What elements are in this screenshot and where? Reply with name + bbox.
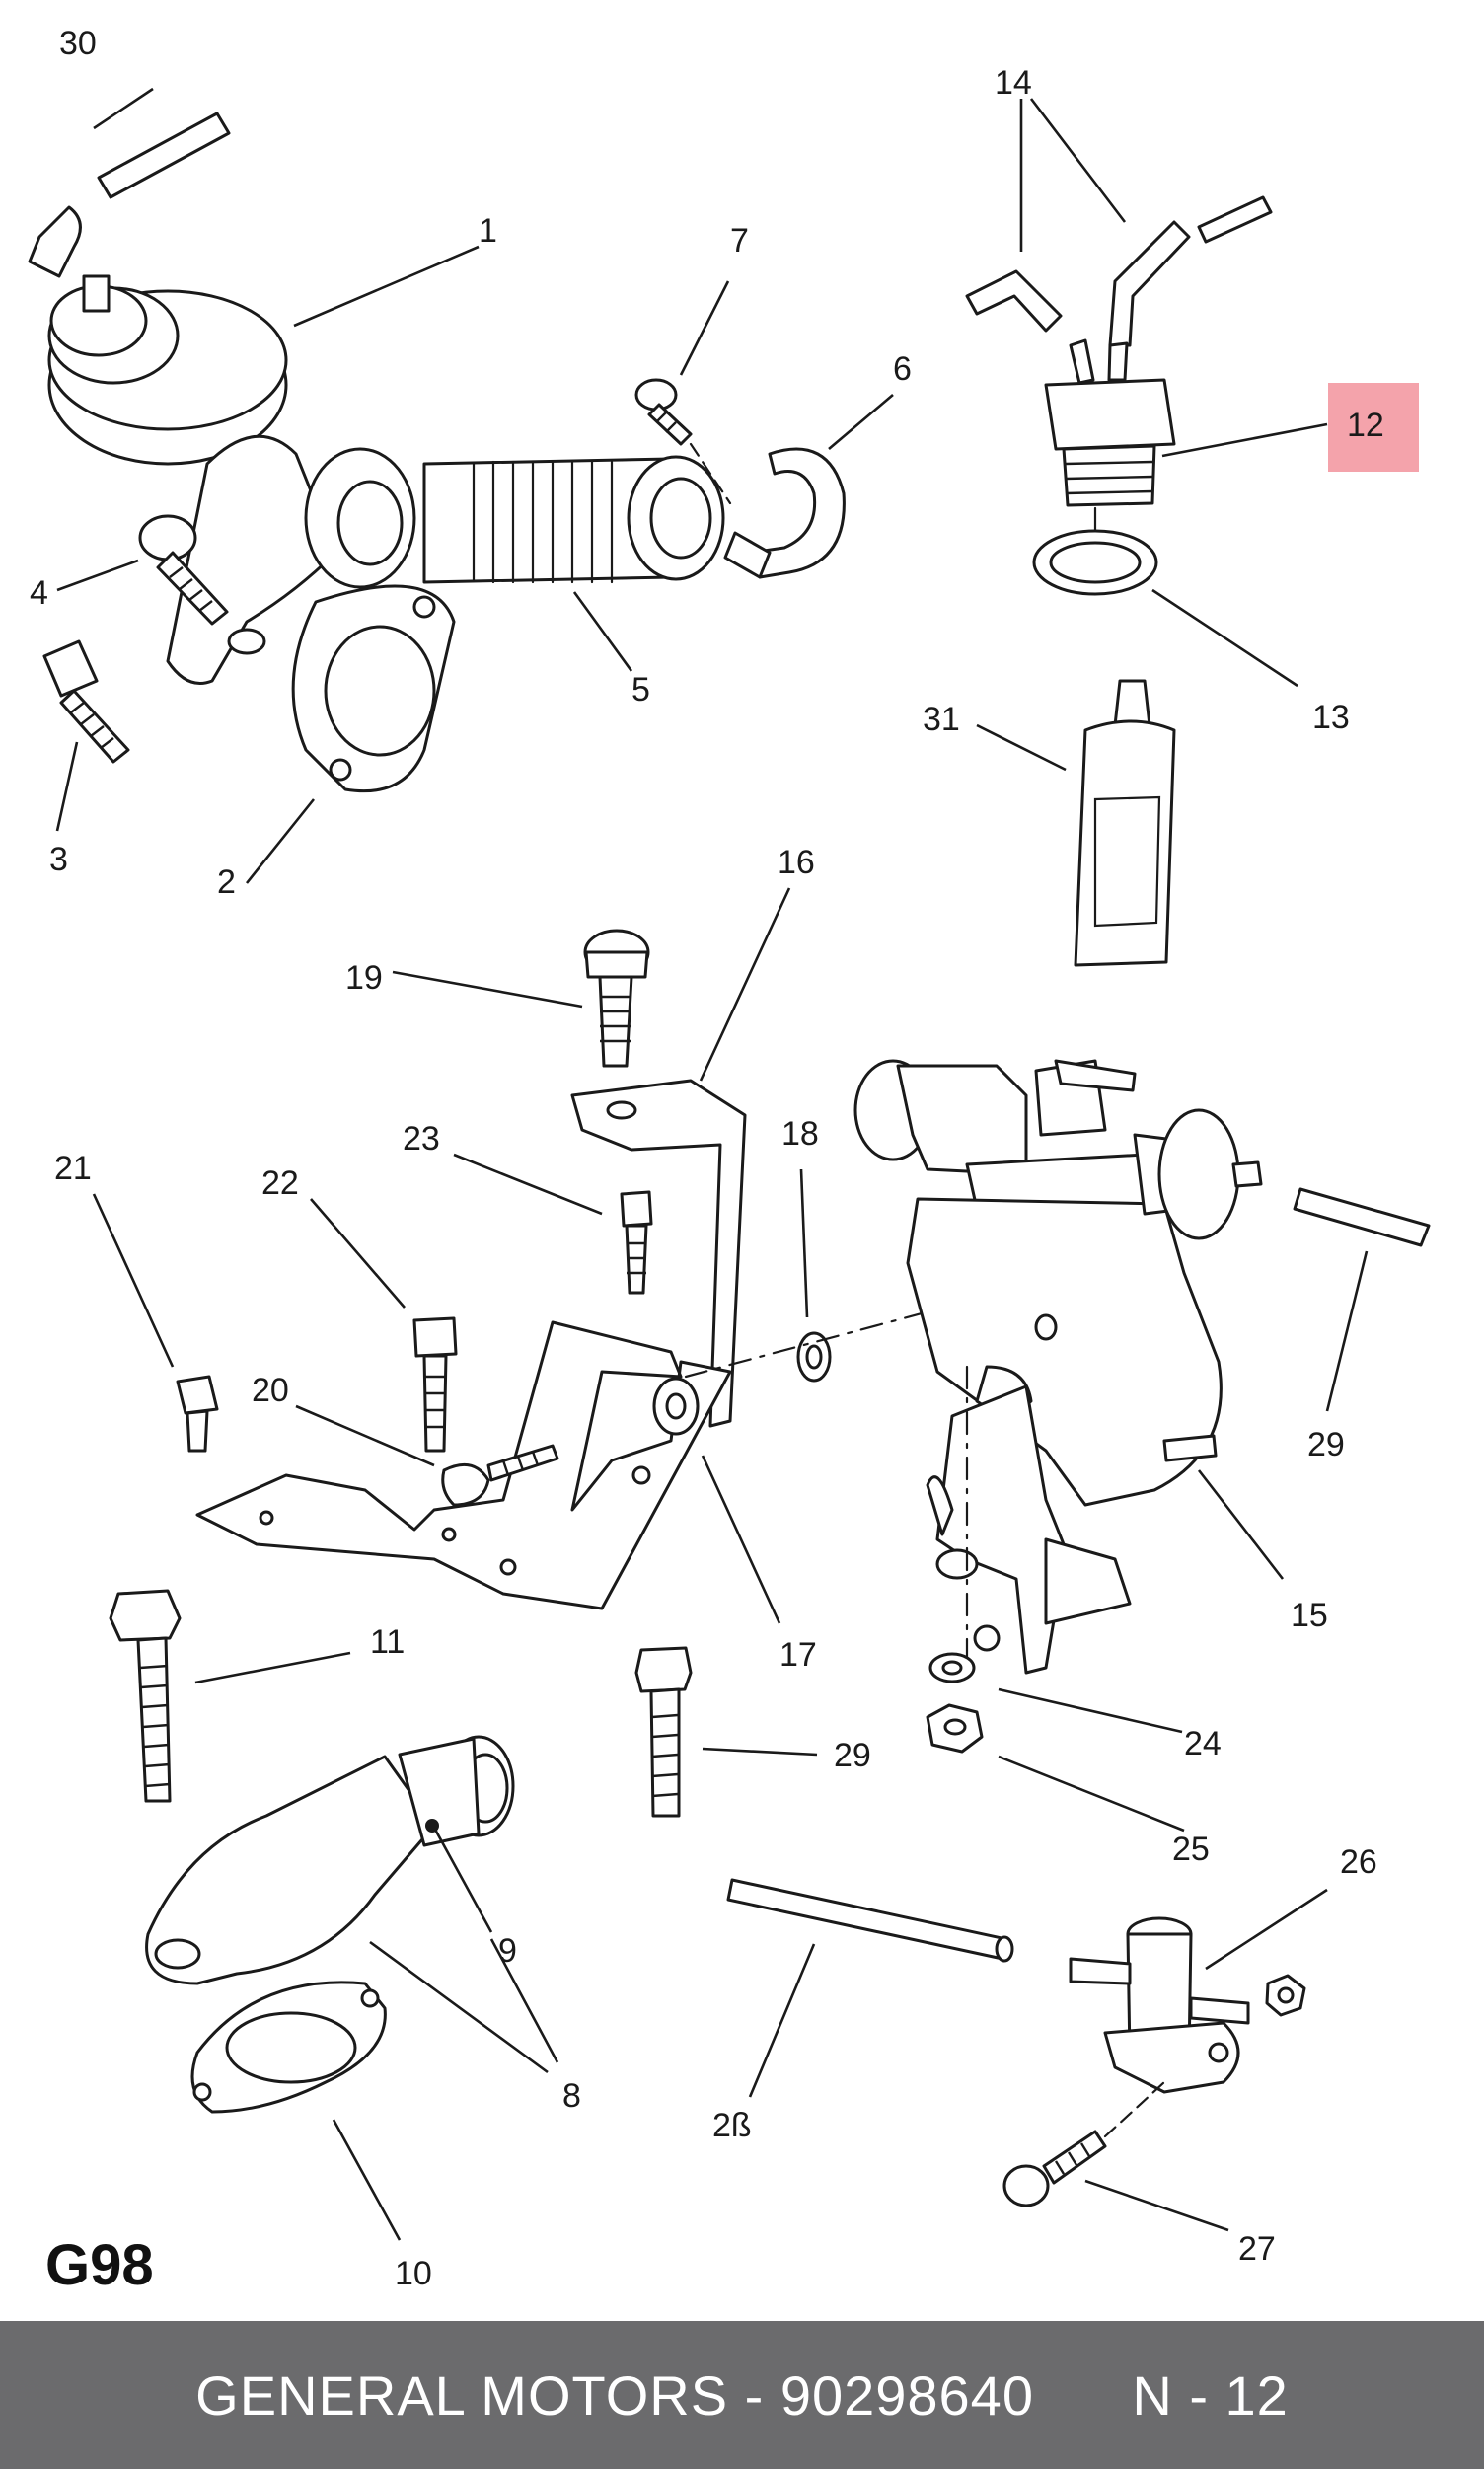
callout-labels: 30 1 7 6 14 12 13 31 4 5 3 2 16 19 23 18… xyxy=(30,25,1384,2292)
footer-text: GENERAL MOTORS - 90298640 N - 12 xyxy=(195,2363,1289,2427)
callout-14: 14 xyxy=(995,64,1032,102)
callout-26: 26 xyxy=(1340,1843,1377,1881)
part-31-sealant-tube xyxy=(976,679,1176,967)
callout-12: 12 xyxy=(1347,407,1384,444)
part-29-hose xyxy=(1293,1187,1431,1412)
part-18-washer xyxy=(796,1168,832,1383)
part-29-bolt xyxy=(634,1646,818,1818)
callout-6: 6 xyxy=(893,350,912,388)
part-2-gasket xyxy=(245,584,456,884)
callout-17: 17 xyxy=(779,1636,817,1674)
part-17-washer xyxy=(652,1281,1038,1624)
part-10-gasket xyxy=(190,1981,402,2241)
part-26-valve xyxy=(1069,1888,1328,2094)
callout-27: 27 xyxy=(1238,2230,1276,2268)
sheet-code: G98 xyxy=(45,2233,154,2297)
callout-7: 7 xyxy=(730,222,749,260)
part-6-clamp xyxy=(723,394,894,579)
callout-9: 9 xyxy=(498,1932,517,1970)
part-13-seal-ring xyxy=(1032,506,1298,688)
callout-24: 24 xyxy=(1184,1725,1222,1762)
part-15-actuator xyxy=(853,1059,1285,1675)
part-4-bolt xyxy=(56,514,229,626)
exploded-parts-diagram: 30 1 7 6 14 12 13 31 4 5 3 2 16 19 23 18… xyxy=(28,25,1431,2292)
part-3-bolt xyxy=(42,639,130,832)
callout-28: 2ß xyxy=(712,2107,752,2144)
callout-8: 8 xyxy=(562,2077,581,2115)
part-5-flex-pipe xyxy=(304,447,725,672)
footer-bar: GENERAL MOTORS - 90298640 N - 12 xyxy=(0,2321,1484,2469)
part-12-temperature-sensor xyxy=(1044,338,1328,507)
callout-31: 31 xyxy=(923,701,960,738)
callout-22: 22 xyxy=(261,1164,299,1202)
callout-10: 10 xyxy=(395,2255,432,2292)
callout-25: 25 xyxy=(1172,1831,1210,1868)
callout-29-bolt: 29 xyxy=(834,1737,871,1774)
part-19-bolt xyxy=(392,929,650,1068)
part-14-hoses xyxy=(965,98,1273,347)
part-1-egr-valve xyxy=(47,245,480,685)
callout-16: 16 xyxy=(778,844,815,881)
part-24-washer xyxy=(928,1652,1183,1734)
part-30-hose xyxy=(28,87,231,278)
callout-13: 13 xyxy=(1312,699,1350,736)
part-7-screw xyxy=(634,280,732,505)
part-28-hose xyxy=(726,1878,1014,2098)
highlight-box-12 xyxy=(1328,383,1419,472)
callout-3: 3 xyxy=(49,841,68,878)
part-8-leaders xyxy=(369,1938,559,2074)
callout-30: 30 xyxy=(59,25,97,62)
callout-20: 20 xyxy=(252,1372,289,1409)
callout-11: 11 xyxy=(370,1623,405,1661)
callout-18: 18 xyxy=(781,1115,819,1153)
part-23-screw xyxy=(453,1153,653,1295)
part-9-pipe-elbow xyxy=(145,1735,515,1985)
part-22-screw xyxy=(310,1198,458,1453)
callout-21: 21 xyxy=(54,1150,92,1187)
callout-5: 5 xyxy=(631,671,650,709)
callout-2: 2 xyxy=(217,863,236,901)
part-21-nut xyxy=(92,1193,219,1453)
callout-1: 1 xyxy=(479,212,497,250)
part-25-nut xyxy=(926,1703,1185,1833)
callout-23: 23 xyxy=(403,1120,440,1158)
part-16-bracket xyxy=(570,887,791,1428)
callout-4: 4 xyxy=(30,574,48,612)
part-27-bolt xyxy=(1002,2080,1229,2232)
callout-15: 15 xyxy=(1291,1597,1328,1634)
part-11-bolt xyxy=(109,1589,351,1803)
callout-19: 19 xyxy=(345,959,383,997)
part-20-main-bracket xyxy=(195,1320,732,1610)
callout-29-hose: 29 xyxy=(1307,1426,1345,1463)
